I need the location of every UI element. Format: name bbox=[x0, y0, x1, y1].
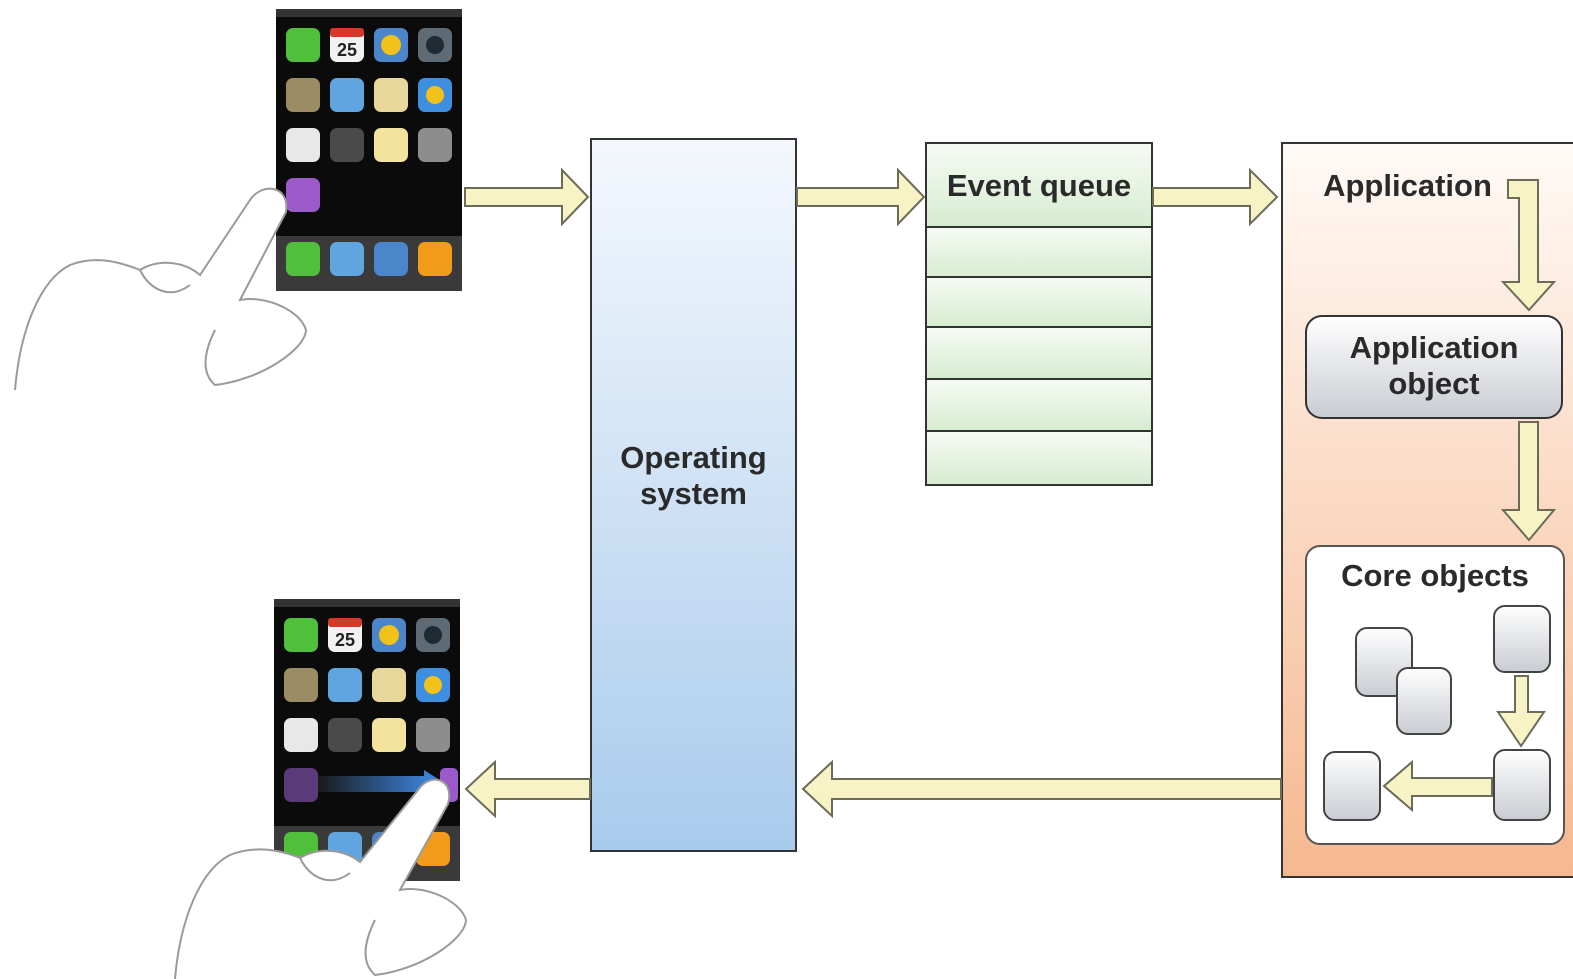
arrow-down-appobject-to-core bbox=[1500, 421, 1557, 542]
event-queue-slot bbox=[925, 276, 1153, 328]
core-objects-label: Core objects bbox=[1341, 558, 1529, 593]
event-queue-slot bbox=[925, 326, 1153, 380]
core-object-node bbox=[1396, 667, 1452, 735]
arrow-down-app-to-appobject bbox=[1500, 179, 1557, 312]
arrow-left-os-to-phone bbox=[464, 759, 591, 819]
phone-bottom: 25 bbox=[274, 599, 460, 881]
event-queue-slot bbox=[925, 378, 1153, 432]
arrow-right-queue-to-app bbox=[1152, 167, 1279, 227]
event-queue-slot bbox=[925, 430, 1153, 486]
calendar-day-bottom: 25 bbox=[335, 630, 355, 650]
arrow-left-app-to-os bbox=[801, 759, 1282, 819]
arrow-left-core-node bbox=[1382, 759, 1493, 813]
phone-top: 25 bbox=[276, 9, 462, 291]
calendar-day-top: 25 bbox=[337, 40, 357, 60]
hand-bottom-icon bbox=[174, 778, 468, 979]
arrow-right-phone-to-os bbox=[464, 167, 590, 227]
event-queue-header bbox=[925, 142, 1153, 228]
core-object-nodes bbox=[1323, 605, 1551, 821]
arrow-right-os-to-queue bbox=[796, 167, 926, 227]
arrow-down-core-node bbox=[1496, 675, 1546, 748]
hand-top-icon bbox=[14, 187, 308, 391]
application-label: Application bbox=[1323, 168, 1492, 203]
application-object-label: Application object bbox=[1349, 330, 1519, 401]
event-queue bbox=[925, 142, 1153, 486]
core-object-node bbox=[1323, 751, 1381, 821]
phone-top-icons bbox=[276, 28, 462, 291]
core-object-node bbox=[1493, 605, 1551, 673]
operating-system-label: Operating system bbox=[620, 440, 767, 511]
core-object-node bbox=[1493, 749, 1551, 821]
event-queue-slot bbox=[925, 226, 1153, 278]
operating-system-box bbox=[590, 138, 797, 852]
application-object-box bbox=[1305, 315, 1563, 419]
event-queue-label: Event queue bbox=[946, 168, 1132, 203]
